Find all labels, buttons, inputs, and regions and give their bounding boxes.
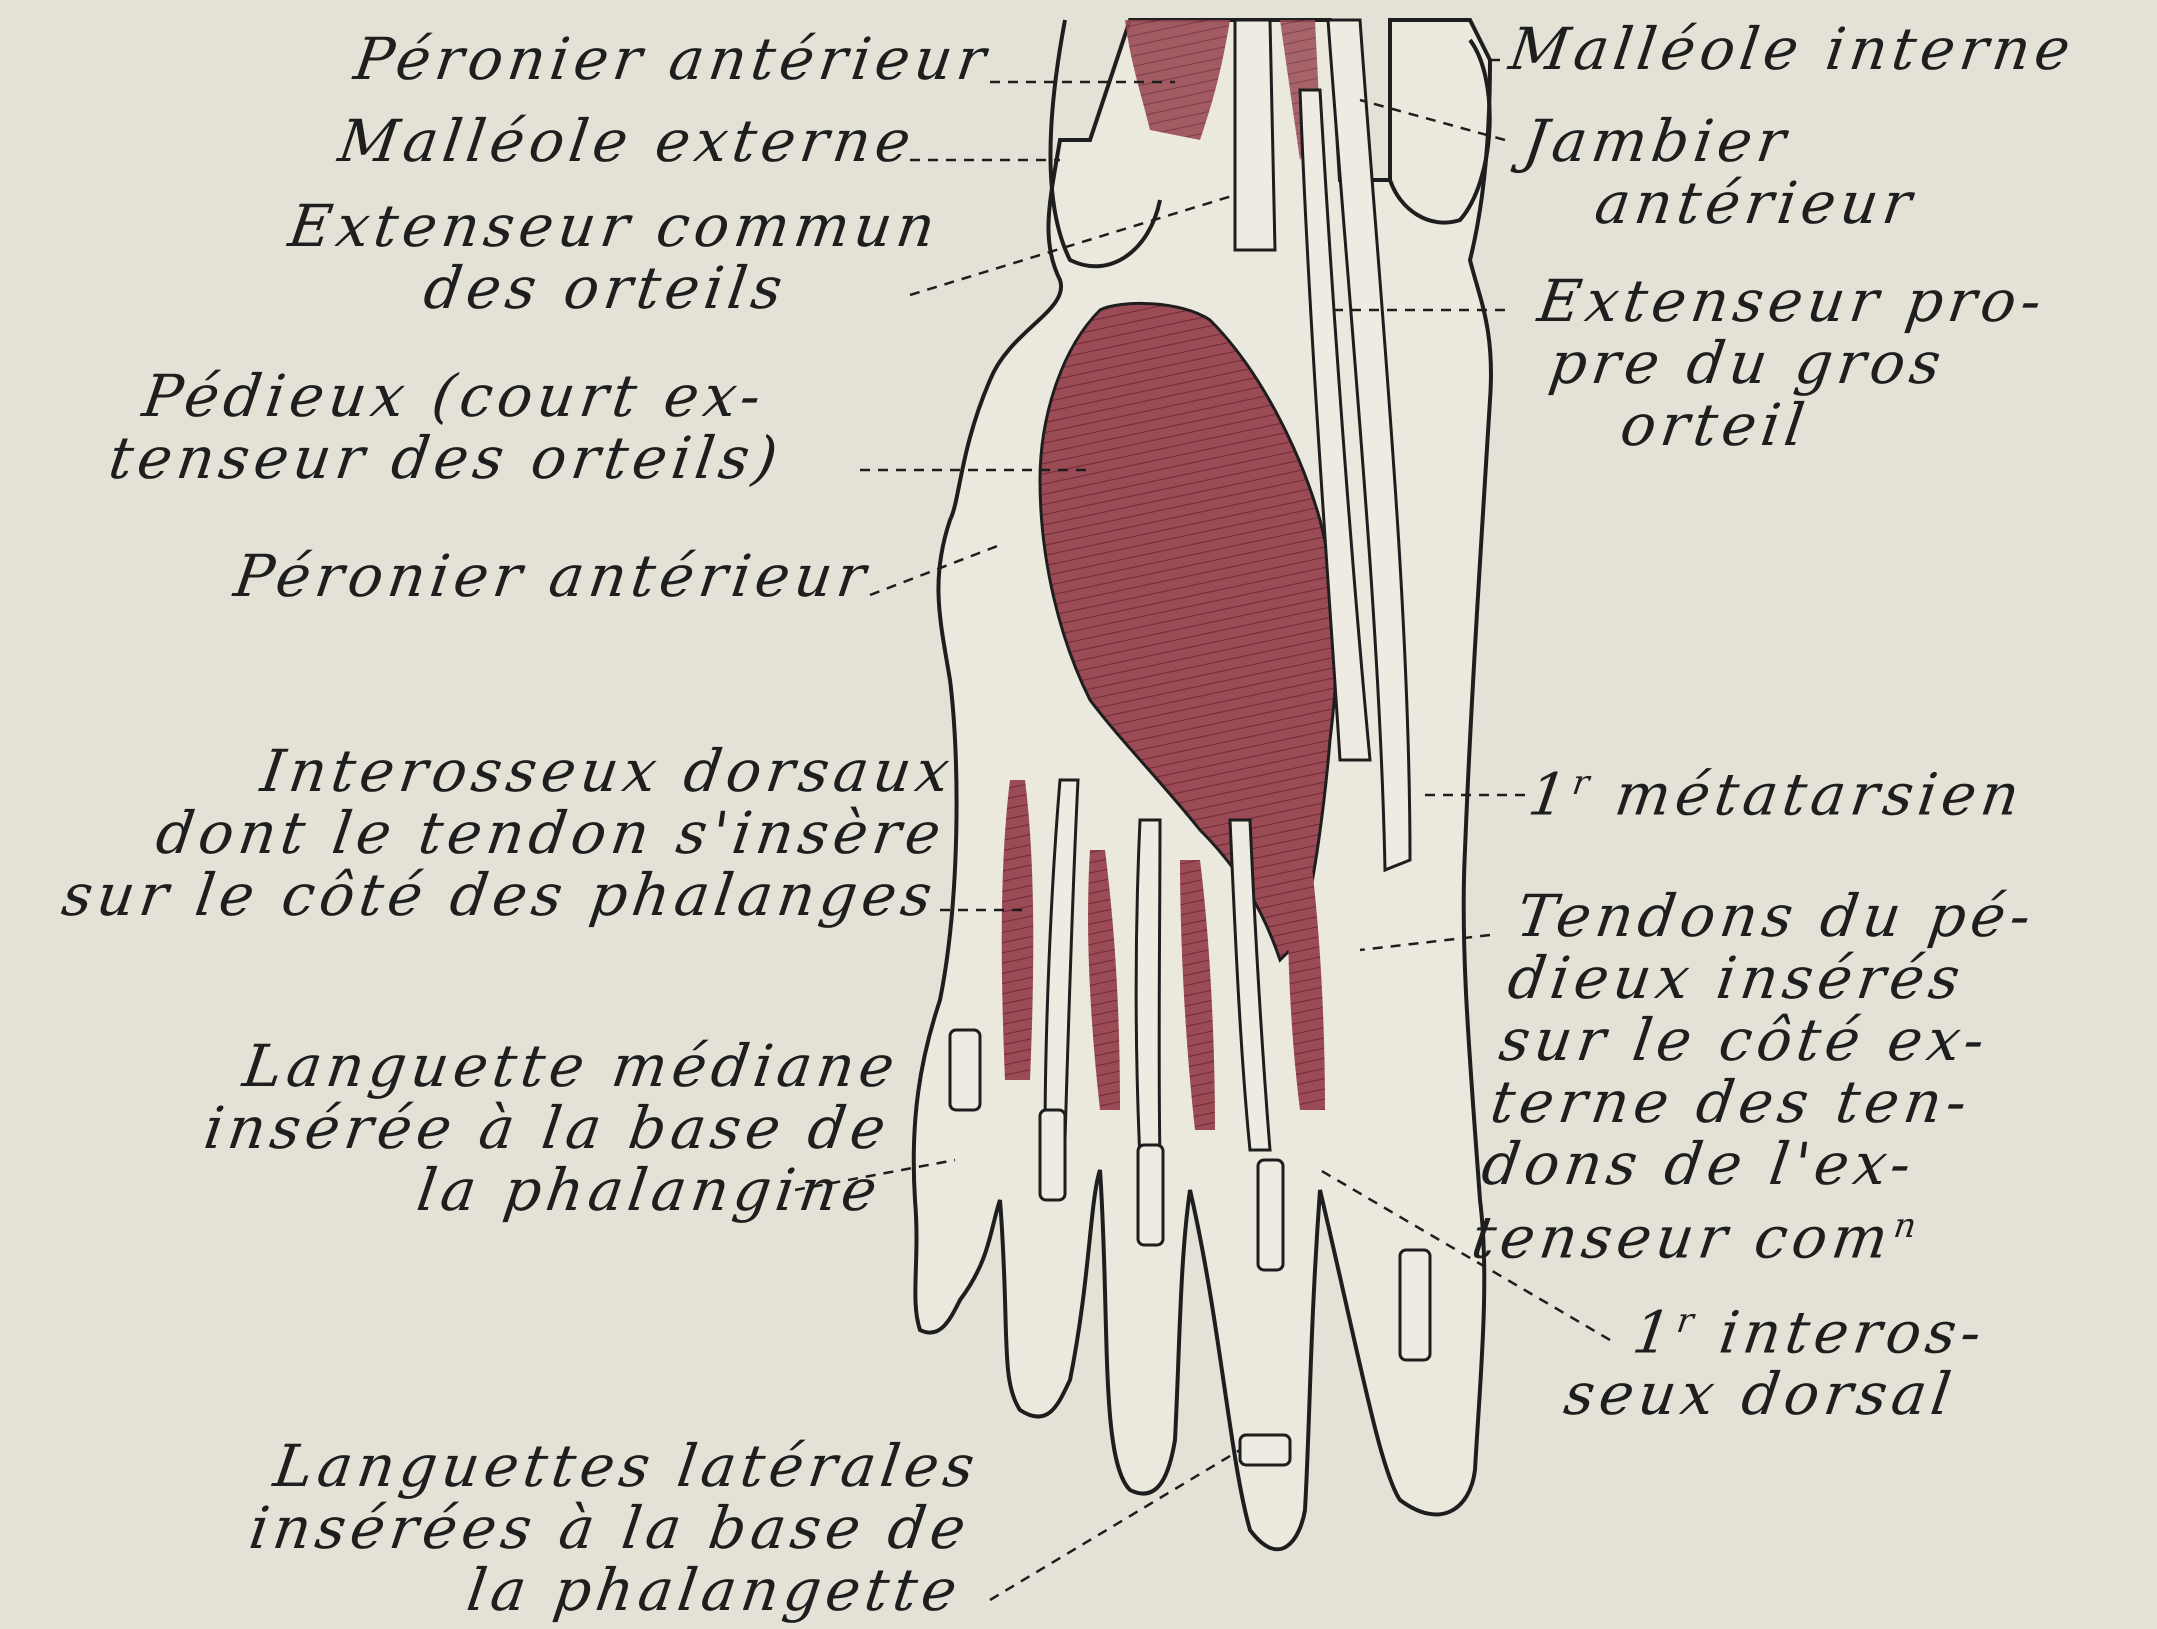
label-line: orteil [1617, 394, 2033, 456]
label-line: Malléole externe [136, 110, 920, 172]
label-text: interos- [1715, 1298, 1990, 1366]
label-line: Jambier [1520, 110, 1929, 172]
interosseux-1 [1002, 780, 1034, 1080]
label-line: Extenseur commun [180, 195, 1049, 257]
label-line: Tendons du pé- [1513, 885, 2039, 947]
label-sup: r [1674, 1301, 1701, 1341]
label-peronier-anterieur-top: Péronier antérieur [136, 28, 995, 90]
label-line: Languettes latérales [24, 1435, 983, 1497]
label-line: sur le côté ex- [1496, 1009, 2022, 1071]
label-line: pre du gros [1546, 332, 2042, 394]
label-line: Extenseur pro- [1534, 270, 2050, 332]
label-line: antérieur [1591, 172, 1920, 234]
label-sup: n [1891, 1206, 1924, 1246]
label-line: seux dorsal [1560, 1363, 1981, 1425]
label-extenseur-propre: Extenseur pro- pre du gros orteil [1517, 270, 2050, 456]
label-tendons-pedieux: Tendons du pé- dieux insérés sur le côté… [1468, 885, 2039, 1268]
label-line: 1r interos- [1629, 1290, 1991, 1363]
label-line: Languette médiane [24, 1035, 903, 1097]
label-line: tenseur des orteils) [1, 427, 890, 489]
label-text: métatarsien [1611, 760, 2028, 828]
label-line: tenseur comn [1468, 1195, 1996, 1268]
label-line: insérée à la base de [16, 1097, 895, 1159]
label-pedieux: Pédieux (court ex- tenseur des orteils) [1, 365, 898, 489]
label-num: 1 [1524, 760, 1575, 828]
label-line: Péronier antérieur [136, 28, 995, 90]
label-line: Péronier antérieur [26, 545, 875, 607]
label-line: dieux insérés [1505, 947, 2031, 1009]
label-languette-mediane: Languette médiane insérée à la base de l… [7, 1035, 903, 1221]
label-interosseux: Interosseux dorsaux dont le tendon s'ins… [0, 740, 958, 926]
label-peronier-anterieur-mid: Péronier antérieur [26, 545, 875, 607]
label-1er-metatarsien: 1r métatarsien [1525, 752, 2030, 825]
label-line: insérées à la base de [16, 1497, 975, 1559]
label-line: dons de l'ex- [1478, 1133, 2004, 1195]
label-line: Interosseux dorsaux [4, 740, 958, 802]
label-line: sur le côté des phalanges [0, 864, 941, 926]
label-languettes-laterales: Languettes latérales insérées à la base … [7, 1435, 983, 1621]
label-text: tenseur com [1468, 1203, 1898, 1271]
label-malleole-externe: Malléole externe [136, 110, 920, 172]
label-extenseur-commun: Extenseur commun des orteils [171, 195, 1048, 319]
label-line: Pédieux (court ex- [10, 365, 899, 427]
label-jambier-anterieur: Jambier antérieur [1511, 110, 1929, 234]
label-line: terne des ten- [1487, 1071, 2013, 1133]
label-1er-interosseux-dorsal: 1r interos- seux dorsal [1560, 1290, 1991, 1425]
label-line: la phalangine [167, 1159, 886, 1221]
label-line: la phalangette [7, 1559, 966, 1621]
label-line: dont le tendon s'insère [0, 802, 949, 864]
label-sup: r [1570, 763, 1597, 803]
label-line: Malléole interne [1506, 18, 2079, 80]
label-line: des orteils [171, 257, 1040, 319]
label-line: 1r métatarsien [1525, 752, 2030, 825]
label-num: 1 [1629, 1298, 1680, 1366]
label-malleole-interne: Malléole interne [1506, 18, 2079, 80]
